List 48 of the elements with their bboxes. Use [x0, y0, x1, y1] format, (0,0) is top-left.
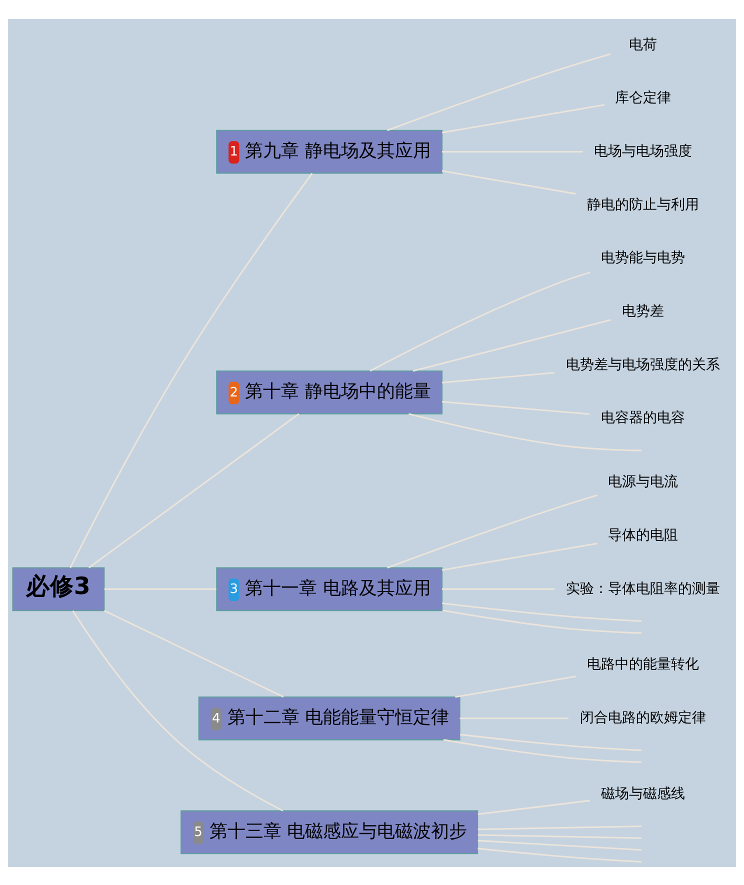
connector [478, 799, 590, 814]
node-text: 电源与电流 [608, 474, 678, 490]
connector [442, 150, 583, 152]
node-box: 必修3 [12, 566, 105, 611]
connector [442, 104, 604, 133]
node-box: 2 第十章 静电场中的能量 [216, 370, 443, 414]
connector [412, 318, 611, 372]
node-text: 电势能与电势 [600, 250, 685, 266]
node-box: 3 第十一章 电路及其应用 [216, 566, 443, 611]
connector [370, 271, 590, 372]
connector [443, 738, 642, 763]
connector [408, 412, 642, 451]
connector [442, 542, 598, 570]
node-text: 电路中的能量转化 [586, 656, 699, 672]
connector [442, 609, 642, 634]
connector [104, 588, 216, 590]
node-text: 闭合电路的欧姆定律 [580, 710, 706, 726]
node-text: 电势差 [622, 302, 664, 319]
node-text: 电容器的电容 [600, 410, 685, 426]
connector [460, 733, 642, 751]
node-box: 1 第九章 静电场及其应用 [216, 129, 443, 174]
node-text: 电荷 [628, 36, 657, 52]
connector [88, 412, 300, 568]
node-box: 4 第十二章 电能能量守恒定律 [198, 696, 460, 740]
connector [70, 172, 313, 568]
connector [104, 609, 284, 698]
node-text: 导体的电阻 [608, 527, 678, 544]
connector [478, 839, 642, 850]
node-text: 电势差与电场强度的关系 [566, 356, 720, 372]
connector [72, 610, 284, 811]
connector [442, 170, 576, 194]
connector [455, 675, 576, 698]
node-text: 静电的防止与利用 [586, 196, 699, 212]
connector [442, 588, 554, 590]
connector [442, 400, 590, 414]
connector [442, 602, 642, 622]
node-text: 实验：导体电阻率的测量 [566, 580, 720, 596]
connector [478, 825, 642, 830]
node-text: 磁场与磁感线 [600, 785, 685, 802]
node-text: 库仑定律 [614, 90, 671, 106]
connector [442, 372, 554, 383]
connector [460, 717, 568, 719]
node-text: 电场与电场强度 [594, 142, 692, 159]
node-box: 5 第十三章 电磁感应与电磁波初步 [180, 810, 478, 854]
connector [478, 847, 642, 862]
connector [387, 494, 598, 568]
connector [478, 834, 642, 838]
connector [387, 52, 611, 131]
